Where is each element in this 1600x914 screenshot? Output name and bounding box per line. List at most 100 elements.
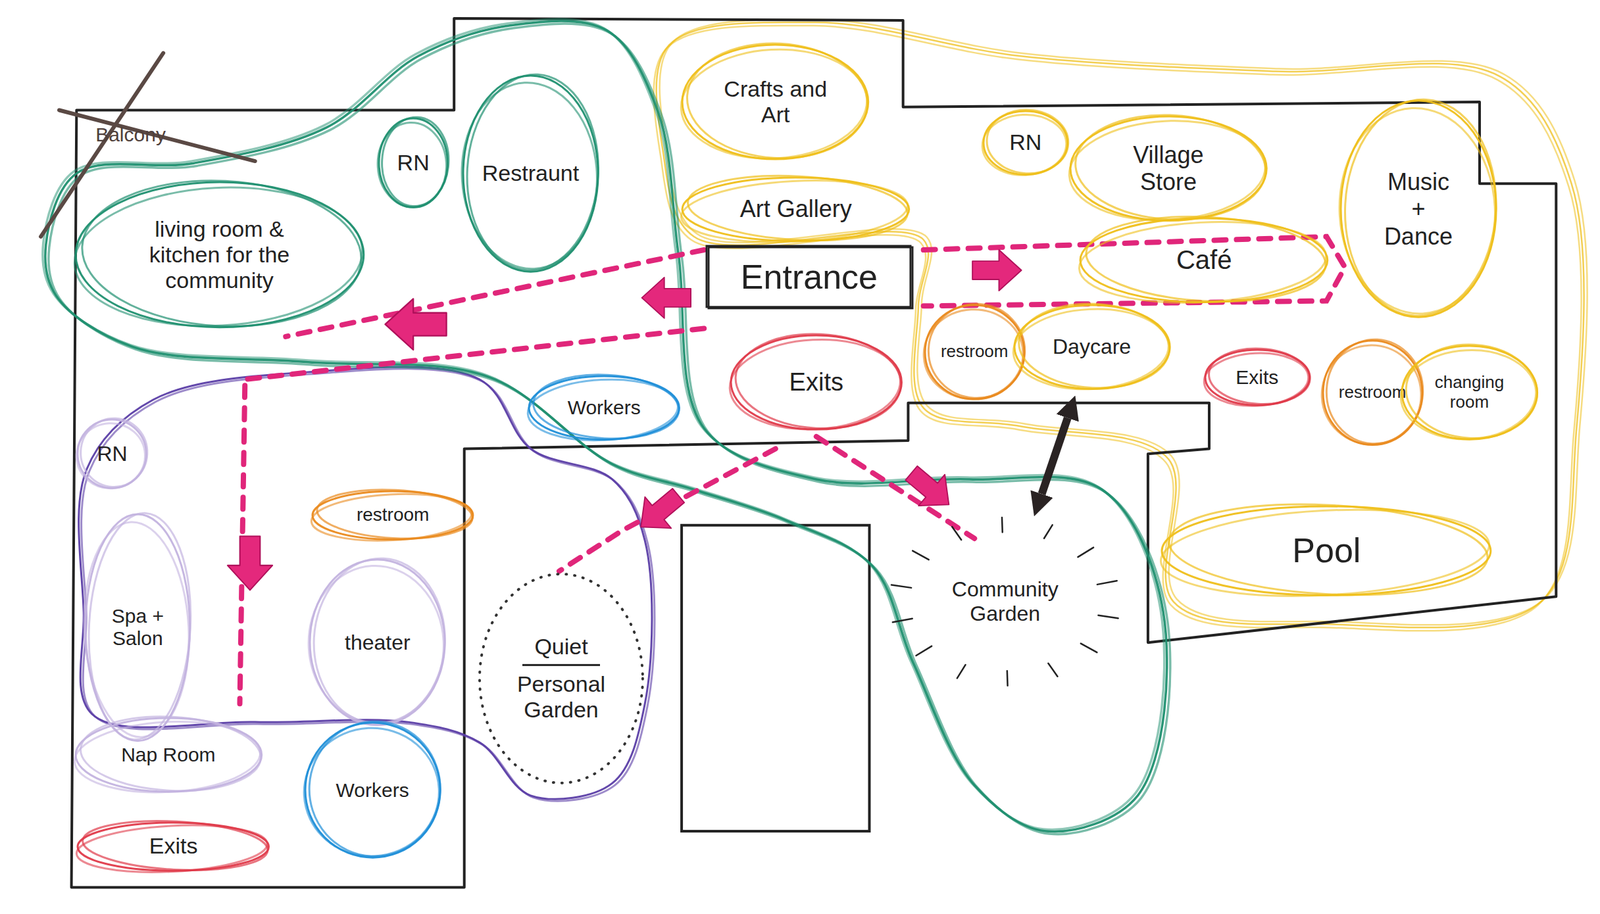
bubble-outline xyxy=(78,519,195,740)
node-label-group: Café xyxy=(1176,244,1233,275)
bubble-outline xyxy=(1319,342,1424,447)
burst-ray xyxy=(1097,581,1118,586)
building-outline xyxy=(71,18,1557,888)
nurse-bubble: RN xyxy=(375,114,452,212)
cafe-bubble: Café xyxy=(1076,214,1332,307)
node-text: RN xyxy=(397,150,430,177)
bubble-outline xyxy=(684,38,871,163)
bubble-outline xyxy=(985,107,1071,176)
node-label-group: Nap Room xyxy=(121,743,216,767)
node-text: changing room xyxy=(1423,373,1516,413)
node-label-group: living room & kitchen for the community xyxy=(120,216,318,294)
circulation-path xyxy=(816,436,975,539)
burst-ray xyxy=(1048,663,1058,677)
burst-ray xyxy=(891,585,912,589)
node-text: Exits xyxy=(789,368,844,398)
node-label-group: Pool xyxy=(1292,531,1361,572)
bubble-outline xyxy=(1202,350,1310,409)
node-text: Quiet xyxy=(522,634,600,666)
theater-bubble: theater xyxy=(305,555,449,730)
burst-ray xyxy=(957,665,966,679)
bubble-outline xyxy=(1011,305,1171,393)
restroom-bubble: restroom xyxy=(1319,336,1427,450)
bubble-outline xyxy=(1066,115,1268,225)
node-label-group: Restraunt xyxy=(482,160,579,187)
direction-arrow xyxy=(642,277,691,319)
bubble-outline xyxy=(531,371,681,443)
direction-arrow xyxy=(385,298,447,350)
bubble-outline xyxy=(678,44,870,164)
direction-arrow xyxy=(627,480,692,543)
burst-ray xyxy=(952,526,962,541)
bubble-outline xyxy=(733,330,904,433)
node-text: Village Store xyxy=(1112,141,1225,197)
bubble-outline xyxy=(1339,96,1502,321)
spa-bubble: Spa + Salon xyxy=(81,510,195,746)
nap-bubble: Nap Room xyxy=(71,714,266,797)
living-room-bubble: living room & kitchen for the community xyxy=(71,178,368,332)
node-label-group: restroom xyxy=(356,504,429,526)
node-label-group: Community Garden xyxy=(939,577,1072,627)
bubble-outline xyxy=(1167,496,1491,603)
node-text: Nap Room xyxy=(121,743,216,767)
bubble-outline xyxy=(1161,506,1491,596)
bubble-outline xyxy=(1072,109,1268,225)
crafts-bubble: Crafts and Art xyxy=(678,40,873,164)
bubble-outline xyxy=(75,421,147,491)
gallery-bubble: Art Gallery xyxy=(678,173,914,246)
bubble-outline xyxy=(1207,346,1312,407)
restroom-bubble: restroom xyxy=(308,487,477,544)
node-label-group: Entrance xyxy=(740,257,878,298)
direction-arrow xyxy=(972,250,1022,291)
burst-ray xyxy=(892,619,913,624)
zone-outline xyxy=(48,23,1171,835)
bubble-outline xyxy=(300,725,443,860)
node-label-group: changing room xyxy=(1423,373,1516,413)
bubble-outline xyxy=(310,490,474,545)
burst-ray xyxy=(1098,615,1119,619)
bubble-outline xyxy=(1016,300,1172,392)
node-label-group: Workers xyxy=(567,396,641,420)
direction-arrow xyxy=(227,536,273,591)
bubble-outline xyxy=(526,376,680,445)
bubble-outline xyxy=(379,115,451,208)
bubble-outline xyxy=(461,71,603,274)
daycare-bubble: Daycare xyxy=(1010,301,1174,394)
node-text: Exits xyxy=(149,834,199,860)
zone-outline xyxy=(656,22,1585,628)
node-label-group: Art Gallery xyxy=(740,195,852,223)
bubble-outline xyxy=(78,174,366,335)
zone-outline xyxy=(653,25,1582,631)
burst-ray xyxy=(1080,644,1098,654)
node-text: Music + Dance xyxy=(1382,168,1455,250)
bubble-outline xyxy=(727,335,903,434)
community-garden-burst: Community Garden xyxy=(885,515,1125,689)
box-border xyxy=(706,246,911,308)
bubble-outline xyxy=(78,712,263,796)
node-label-group: Exits xyxy=(149,834,199,860)
node-text: Workers xyxy=(567,396,641,420)
node-text: theater xyxy=(344,630,411,656)
burst-ray xyxy=(1044,525,1053,539)
changing-bubble: changing room xyxy=(1398,342,1542,444)
double-arrow xyxy=(1041,418,1068,495)
node-label-group: Exits xyxy=(789,368,844,398)
bubble-outline xyxy=(304,562,448,727)
node-text: restroom xyxy=(1338,382,1407,403)
node-label-group: Village Store xyxy=(1112,141,1225,197)
node-text: Workers xyxy=(336,779,410,803)
node-label-group: theater xyxy=(344,630,411,656)
bubble-outline xyxy=(921,306,1025,402)
exits-bubble: Exits xyxy=(1201,346,1314,410)
node-label-group: Exits xyxy=(1235,366,1279,390)
node-label-group: QuietPersonal Garden xyxy=(505,634,618,723)
workers-bubble: Workers xyxy=(525,372,683,445)
crossed-out-label: Balcony xyxy=(95,123,166,147)
exits-bubble: Exits xyxy=(73,819,273,875)
node-label-group: RN xyxy=(1009,130,1042,156)
circulation-path xyxy=(244,328,704,380)
zone-outline xyxy=(42,19,1165,831)
node-text: Personal Garden xyxy=(505,671,618,723)
bubble-outline xyxy=(72,717,262,797)
node-text: living room & kitchen for the community xyxy=(120,216,318,294)
